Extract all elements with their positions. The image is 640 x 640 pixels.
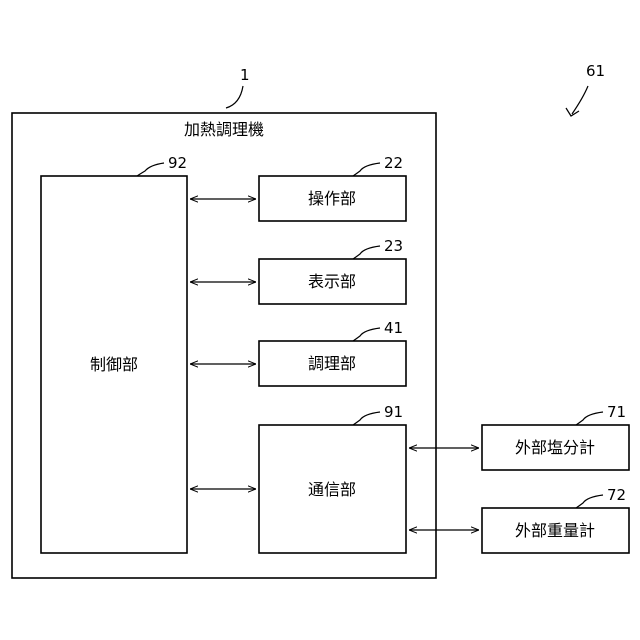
external-salt-meter-ref-leader: [576, 412, 603, 425]
operation-unit-ref: 22: [384, 154, 403, 172]
external-salt-meter: 外部塩分計 71: [482, 403, 629, 470]
control-unit: 制御部 92: [41, 154, 187, 553]
operation-unit-label: 操作部: [308, 189, 356, 208]
communication-unit-label: 通信部: [308, 480, 356, 499]
communication-unit: 通信部 91: [259, 403, 406, 553]
control-unit-ref: 92: [168, 154, 187, 172]
cooking-unit-ref: 41: [384, 319, 403, 337]
cooking-device-ref: 1: [240, 66, 250, 84]
external-salt-meter-label: 外部塩分計: [515, 438, 595, 457]
external-weight-scale: 外部重量計 72: [482, 486, 629, 553]
figure-ref-label: 61: [586, 62, 605, 80]
cooking-device-title: 加熱調理機: [184, 120, 264, 139]
external-weight-scale-label: 外部重量計: [515, 521, 595, 540]
control-unit-label: 制御部: [90, 355, 138, 374]
cooking-unit-label: 調理部: [308, 354, 356, 373]
external-weight-scale-ref: 72: [607, 486, 626, 504]
communication-unit-ref: 91: [384, 403, 403, 421]
external-salt-meter-ref: 71: [607, 403, 626, 421]
figure-ref-arrowhead: [566, 108, 579, 116]
display-unit-label: 表示部: [308, 272, 356, 291]
external-weight-scale-ref-leader: [576, 495, 603, 508]
cooking-device-ref-leader: [226, 86, 243, 108]
display-unit-ref: 23: [384, 237, 403, 255]
figure-ref-arrow: [572, 86, 588, 114]
